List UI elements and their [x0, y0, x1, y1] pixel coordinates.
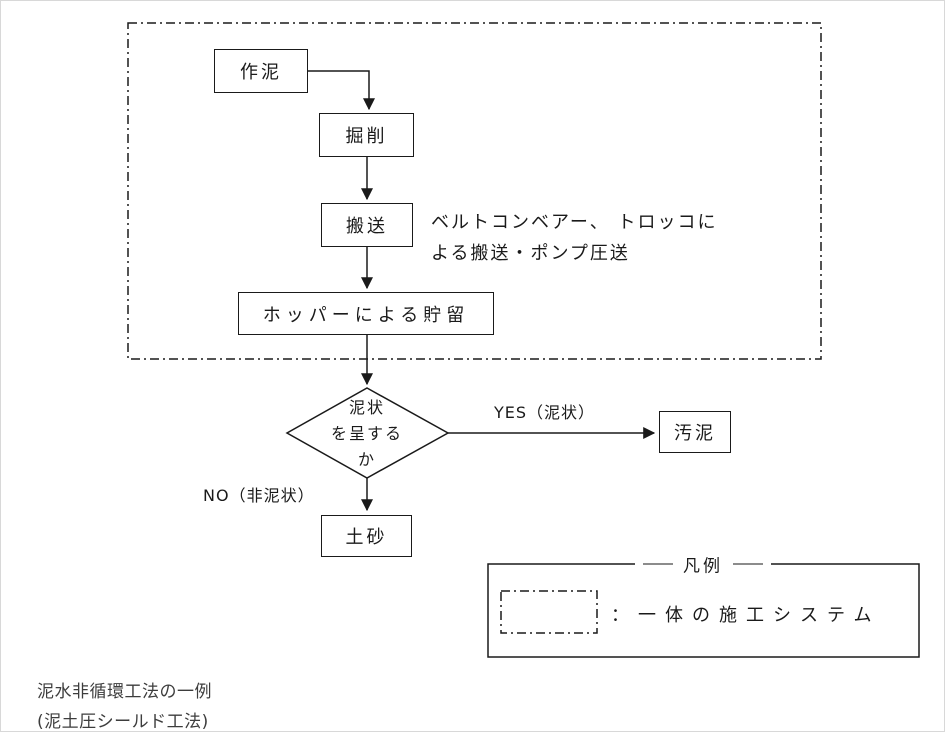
process-box-odei: 汚泥: [659, 411, 731, 453]
process-box-sakudei-label: 作泥: [240, 62, 282, 83]
legend-sample-dashed-rect: [500, 590, 598, 634]
transport-annotation: ベルトコンベアー、 トロッコに よる搬送・ポンプ圧送: [431, 207, 717, 269]
decision-label-line3: か: [357, 450, 376, 469]
process-box-kussaku-label: 掘削: [345, 126, 388, 147]
decision-label-line1: 泥状: [348, 398, 385, 417]
legend-title-right-line: [733, 563, 763, 565]
process-box-dosha: 土砂: [321, 515, 412, 557]
process-box-kussaku: 掘削: [319, 113, 414, 157]
yes-branch-label: YES（泥状）: [494, 403, 596, 422]
arrow-sakudei-to-kussaku: [308, 70, 375, 111]
process-box-hansou-label: 搬送: [346, 216, 388, 237]
legend-title-left-line: [643, 563, 673, 565]
decision-label-line2: を呈する: [330, 424, 403, 443]
caption-line1: 泥水非循環工法の一例: [37, 682, 212, 702]
legend-title: 凡例: [635, 551, 771, 577]
caption-line2: (泥土圧シールド工法): [37, 712, 209, 732]
transport-annotation-line2: よる搬送・ポンプ圧送: [431, 243, 630, 264]
process-box-hansou: 搬送: [321, 203, 413, 247]
process-box-hopper: ホッパーによる貯留: [238, 292, 494, 335]
system-boundary-dashed-rect: [127, 22, 822, 360]
legend-entry: ：一体の施工システム: [611, 605, 881, 626]
process-box-sakudei: 作泥: [214, 49, 308, 93]
decision-diamond: [285, 387, 450, 479]
process-box-hopper-label: ホッパーによる貯留: [262, 304, 470, 326]
process-box-odei-label: 汚泥: [674, 423, 716, 444]
transport-annotation-line1: ベルトコンベアー、 トロッコに: [431, 212, 718, 233]
no-branch-label: NO（非泥状）: [203, 486, 315, 505]
process-box-dosha-label: 土砂: [345, 527, 388, 548]
decision-label: 泥状 を呈する か: [297, 395, 437, 473]
legend-title-text: 凡例: [683, 556, 723, 577]
